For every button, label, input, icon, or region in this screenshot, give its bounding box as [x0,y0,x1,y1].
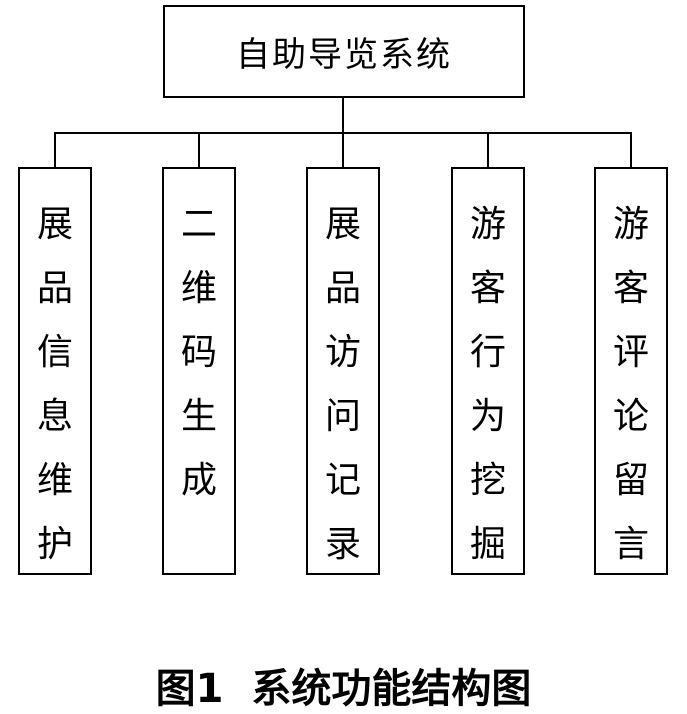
child-node-label: 游客行为挖掘 [469,204,506,565]
child-node-1: 展品信息维护 [18,167,92,575]
child-node-label: 展品访问记录 [324,204,361,565]
child-node-label: 二维码生成 [180,204,217,501]
child-node-3: 展品访问记录 [306,167,380,575]
child-connector-5 [630,132,632,168]
child-connector-3 [342,132,344,168]
root-node: 自助导览系统 [163,5,525,98]
figure-caption: 图1 系统功能结构图 [0,656,687,714]
child-node-label: 游客评论留言 [612,204,649,565]
figure-title: 系统功能结构图 [251,666,532,712]
figure-number: 图1 [155,666,224,712]
root-connector [342,98,344,134]
child-connector-4 [487,132,489,168]
child-node-label: 展品信息维护 [36,204,73,565]
child-node-2: 二维码生成 [162,167,236,575]
child-connector-1 [54,132,56,168]
child-node-4: 游客行为挖掘 [451,167,525,575]
root-node-label: 自助导览系统 [236,35,452,75]
child-node-5: 游客评论留言 [594,167,668,575]
child-connector-2 [198,132,200,168]
